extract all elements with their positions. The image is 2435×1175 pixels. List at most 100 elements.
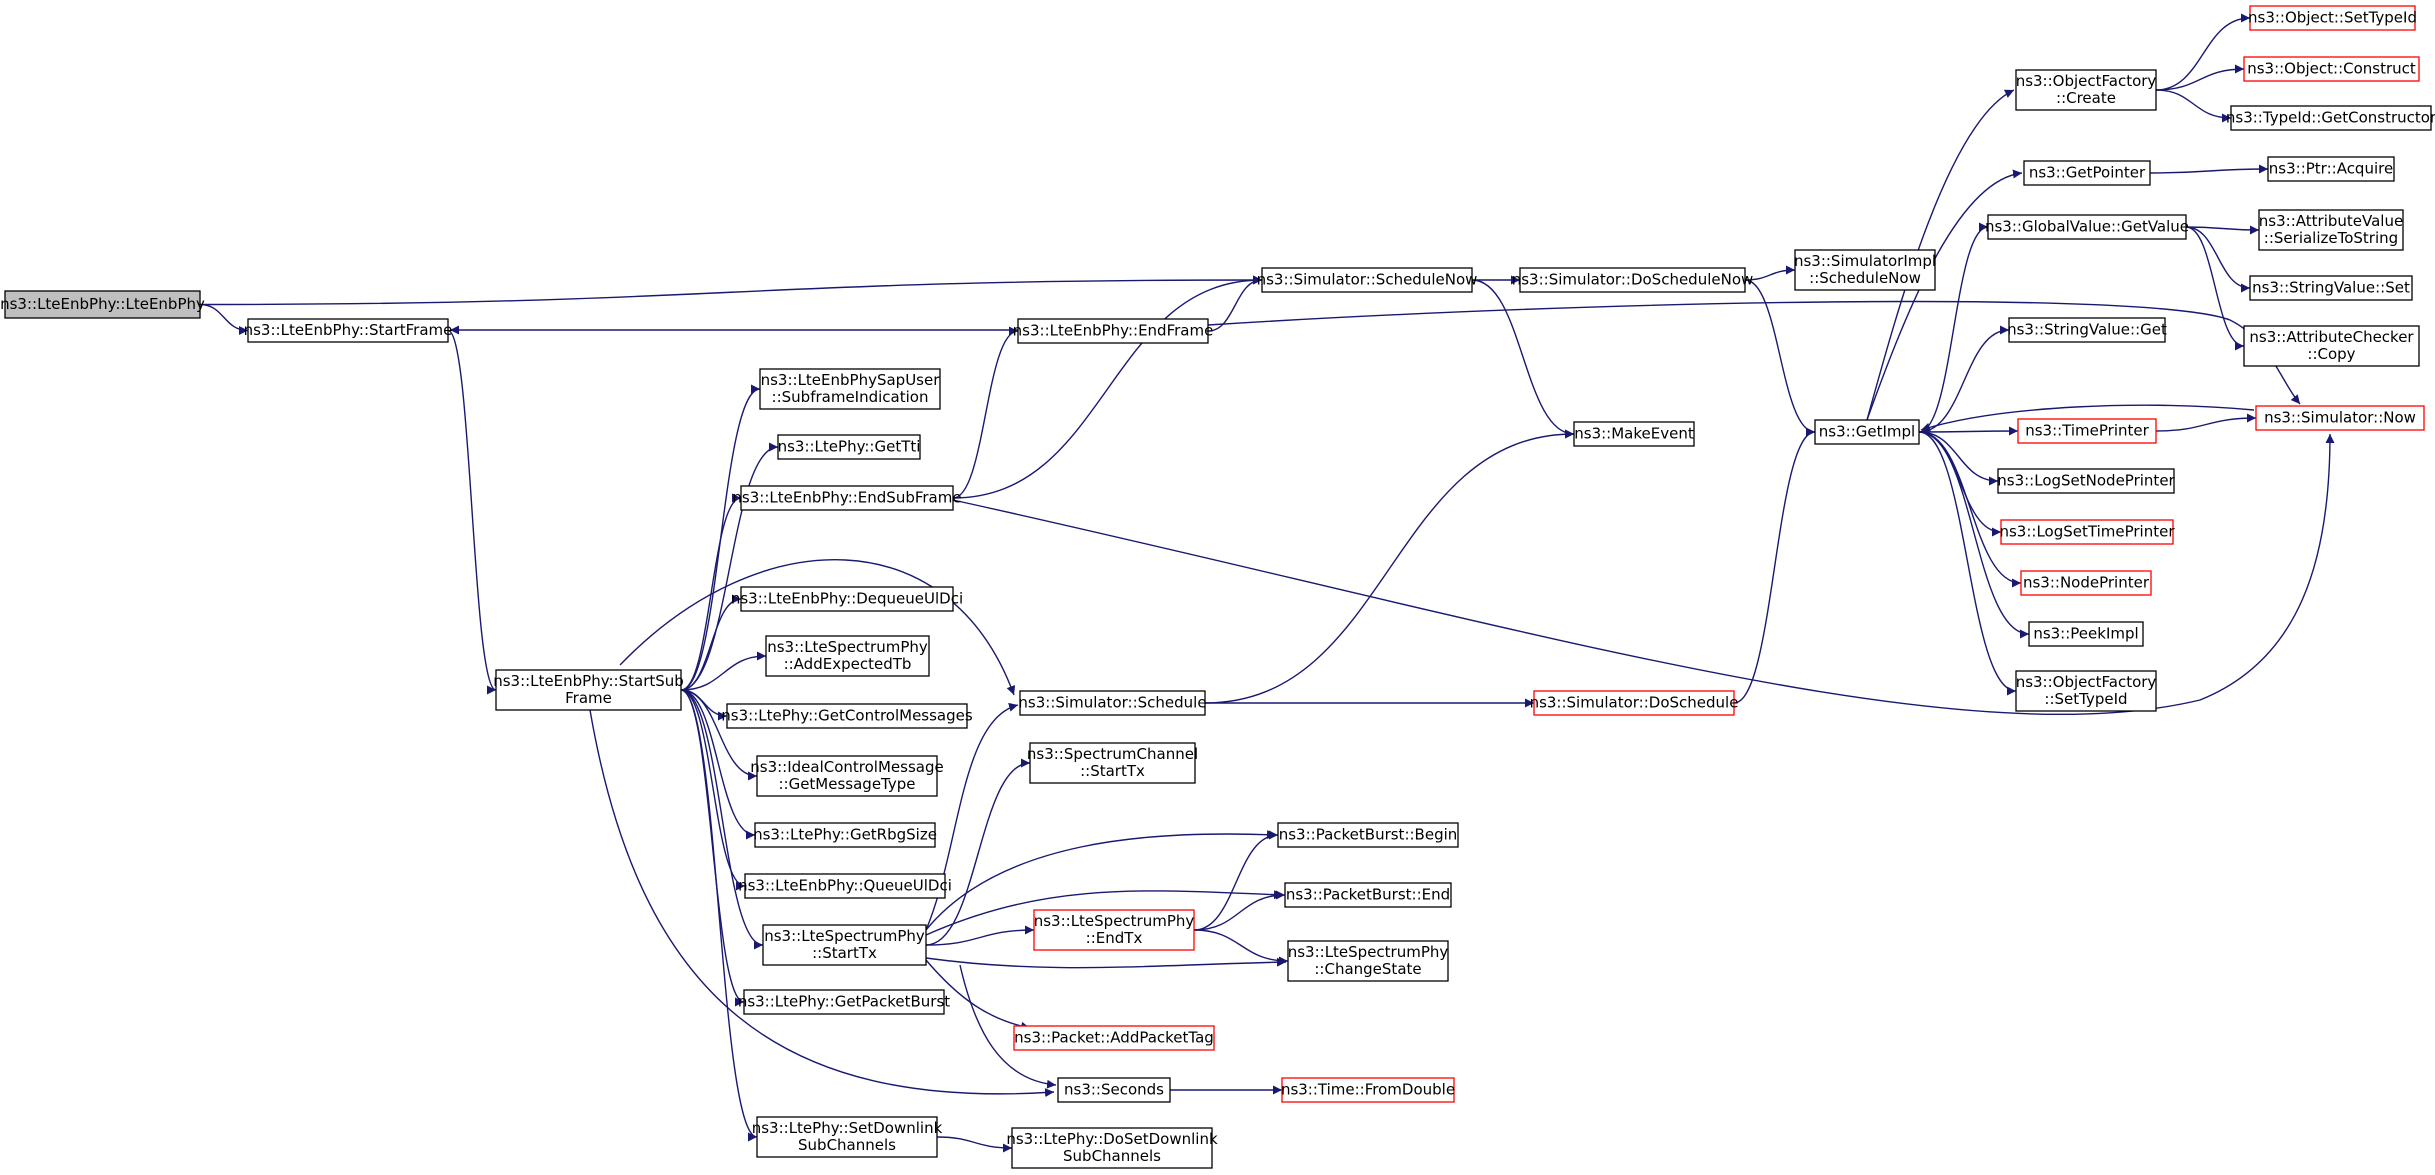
node-label: ::ChangeState xyxy=(1314,960,1421,978)
node-nodePrinter[interactable]: ns3::NodePrinter xyxy=(2020,570,2152,596)
node-doSchedule[interactable]: ns3::Simulator::DoSchedule xyxy=(1530,690,1739,716)
node-box xyxy=(754,822,936,848)
node-getTti[interactable]: ns3::LtePhy::GetTti xyxy=(777,434,921,460)
node-objConstruct[interactable]: ns3::Object::Construct xyxy=(2243,56,2420,82)
call-nodes: ns3::LteEnbPhy::LteEnbPhyns3::LteEnbPhy:… xyxy=(0,5,2435,1169)
node-addTag[interactable]: ns3::Packet::AddPacketTag xyxy=(1013,1025,1215,1051)
node-getCtrl[interactable]: ns3::LtePhy::GetControlMessages xyxy=(721,703,973,729)
node-spStartTx[interactable]: ns3::LteSpectrumPhy::StartTx xyxy=(762,924,927,966)
edge-getImpl-to-ofCreate xyxy=(1866,89,2015,421)
node-avSerialize[interactable]: ns3::AttributeValue::SerializeToString xyxy=(2258,209,2404,251)
node-root[interactable]: ns3::LteEnbPhy::LteEnbPhy xyxy=(0,290,205,319)
node-ofCreate[interactable]: ns3::ObjectFactory::Create xyxy=(2015,69,2157,111)
node-seconds[interactable]: ns3::Seconds xyxy=(1057,1077,1171,1103)
edge-doSchedNow-to-implSchedNow xyxy=(1744,265,1796,281)
node-box xyxy=(2017,418,2157,444)
edge-gvGetValue-to-svSet xyxy=(2185,226,2251,293)
node-peekImpl[interactable]: ns3::PeekImpl xyxy=(2028,621,2144,647)
node-gvGetValue[interactable]: ns3::GlobalValue::GetValue xyxy=(1985,214,2189,240)
edge-spStartTx-to-seconds xyxy=(959,964,1057,1089)
node-endSubFrame[interactable]: ns3::LteEnbPhy::EndSubFrame xyxy=(732,485,962,511)
node-box xyxy=(740,485,954,511)
node-label: ns3::Object::Construct xyxy=(2247,60,2416,78)
node-addExpected[interactable]: ns3::LteSpectrumPhy::AddExpectedTb xyxy=(765,635,930,677)
node-label: ns3::AttributeChecker xyxy=(2249,328,2414,346)
node-implSchedNow[interactable]: ns3::SimulatorImpl::ScheduleNow xyxy=(1794,249,1936,291)
node-objSetTypeId[interactable]: ns3::Object::SetTypeId xyxy=(2248,5,2417,31)
node-endFrame[interactable]: ns3::LteEnbPhy::EndFrame xyxy=(1013,318,1214,344)
node-label: ::SerializeToString xyxy=(2264,229,2398,247)
node-box xyxy=(726,703,968,729)
node-ofSetTypeId[interactable]: ns3::ObjectFactory::SetTypeId xyxy=(2015,670,2157,712)
node-box xyxy=(2249,275,2413,301)
node-schedNow[interactable]: ns3::Simulator::ScheduleNow xyxy=(1257,267,1478,293)
node-box xyxy=(762,924,927,966)
edge-startSubFrame-to-seconds xyxy=(589,709,1055,1098)
node-idealCtrl[interactable]: ns3::IdealControlMessage::GetMessageType xyxy=(750,755,944,797)
node-label: ns3::Simulator::Schedule xyxy=(1018,694,1206,712)
node-label: ns3::LteEnbPhy::LteEnbPhy xyxy=(0,295,205,313)
node-label: ns3::Ptr::Acquire xyxy=(2269,160,2393,178)
node-getImpl[interactable]: ns3::GetImpl xyxy=(1814,419,1920,445)
node-label: ns3::PacketBurst::Begin xyxy=(1279,826,1458,844)
node-getCtor[interactable]: ns3::TypeId::GetConstructor xyxy=(2226,105,2435,131)
node-changeState[interactable]: ns3::LteSpectrumPhy::ChangeState xyxy=(1287,940,1449,982)
node-dequeue[interactable]: ns3::LteEnbPhy::DequeueUlDci xyxy=(731,586,963,612)
node-getRbg[interactable]: ns3::LtePhy::GetRbgSize xyxy=(753,822,937,848)
node-box xyxy=(2230,105,2432,131)
edge-spStartTx-to-addTag xyxy=(925,959,1031,1031)
edge-startSubFrame-to-queueUl xyxy=(680,689,746,891)
node-box xyxy=(2015,69,2157,111)
node-box xyxy=(1017,318,1209,344)
node-logTime[interactable]: ns3::LogSetTimePrinter xyxy=(1999,519,2175,545)
node-box xyxy=(1281,1077,1455,1103)
node-svSet[interactable]: ns3::StringValue::Set xyxy=(2249,275,2413,301)
node-timePrinter[interactable]: ns3::TimePrinter xyxy=(2017,418,2157,444)
edge-ofCreate-to-objSetTypeId xyxy=(2155,13,2251,91)
node-scStartTx[interactable]: ns3::SpectrumChannel::StartTx xyxy=(1027,742,1198,784)
node-label: ns3::LteEnbPhy::EndSubFrame xyxy=(732,489,961,507)
node-pbEnd[interactable]: ns3::PacketBurst::End xyxy=(1284,882,1452,908)
node-label: ns3::Time::FromDouble xyxy=(1281,1081,1455,1099)
node-label: ::Copy xyxy=(2307,345,2355,363)
node-simNow[interactable]: ns3::Simulator::Now xyxy=(2255,405,2425,431)
node-getPB[interactable]: ns3::LtePhy::GetPacketBurst xyxy=(738,989,950,1015)
edge-endTx-to-pbBegin xyxy=(1193,830,1279,931)
node-label: ns3::GetPointer xyxy=(2029,164,2146,182)
node-label: ns3::LteSpectrumPhy xyxy=(1288,943,1449,961)
node-startFrame[interactable]: ns3::LteEnbPhy::StartFrame xyxy=(244,318,453,343)
node-label: ns3::LtePhy::GetPacketBurst xyxy=(738,993,950,1011)
node-box xyxy=(1261,267,1473,293)
node-box xyxy=(1011,1127,1213,1169)
edge-startSubFrame-to-setDl xyxy=(680,689,758,1142)
node-box xyxy=(1573,421,1695,447)
node-label: ns3::IdealControlMessage xyxy=(750,758,943,776)
edge-timePrinter-to-simNow xyxy=(2155,413,2257,432)
node-box xyxy=(777,434,921,460)
node-doSchedNow[interactable]: ns3::Simulator::DoScheduleNow xyxy=(1512,267,1754,293)
node-queueUl[interactable]: ns3::LteEnbPhy::QueueUlDci xyxy=(738,873,952,899)
node-label: ::ScheduleNow xyxy=(1809,269,1921,287)
node-svGet[interactable]: ns3::StringValue::Get xyxy=(2007,317,2167,343)
node-acCopy[interactable]: ns3::AttributeChecker::Copy xyxy=(2243,325,2420,367)
node-getPointer[interactable]: ns3::GetPointer xyxy=(2023,160,2151,186)
node-endTx[interactable]: ns3::LteSpectrumPhy::EndTx xyxy=(1033,909,1195,951)
edge-getImpl-to-peekImpl xyxy=(1918,431,2030,639)
node-label: ns3::PacketBurst::End xyxy=(1286,886,1450,904)
node-pbBegin[interactable]: ns3::PacketBurst::Begin xyxy=(1277,822,1459,848)
node-box xyxy=(743,989,945,1015)
node-schedule[interactable]: ns3::Simulator::Schedule xyxy=(1018,690,1207,716)
node-ptrAcquire[interactable]: ns3::Ptr::Acquire xyxy=(2267,156,2395,182)
edge-spStartTx-to-pbBegin xyxy=(925,830,1277,931)
node-fromDouble[interactable]: ns3::Time::FromDouble xyxy=(1281,1077,1455,1103)
call-edges xyxy=(199,13,2335,1153)
node-subframeInd[interactable]: ns3::LteEnbPhySapUser::SubframeIndicatio… xyxy=(759,368,941,410)
node-logNode[interactable]: ns3::LogSetNodePrinter xyxy=(1997,468,2176,494)
node-label: ns3::Simulator::DoSchedule xyxy=(1530,694,1739,712)
node-makeEvent[interactable]: ns3::MakeEvent xyxy=(1573,421,1695,447)
edge-spStartTx-to-changeState xyxy=(925,957,1287,969)
node-label: ns3::SimulatorImpl xyxy=(1794,252,1936,270)
